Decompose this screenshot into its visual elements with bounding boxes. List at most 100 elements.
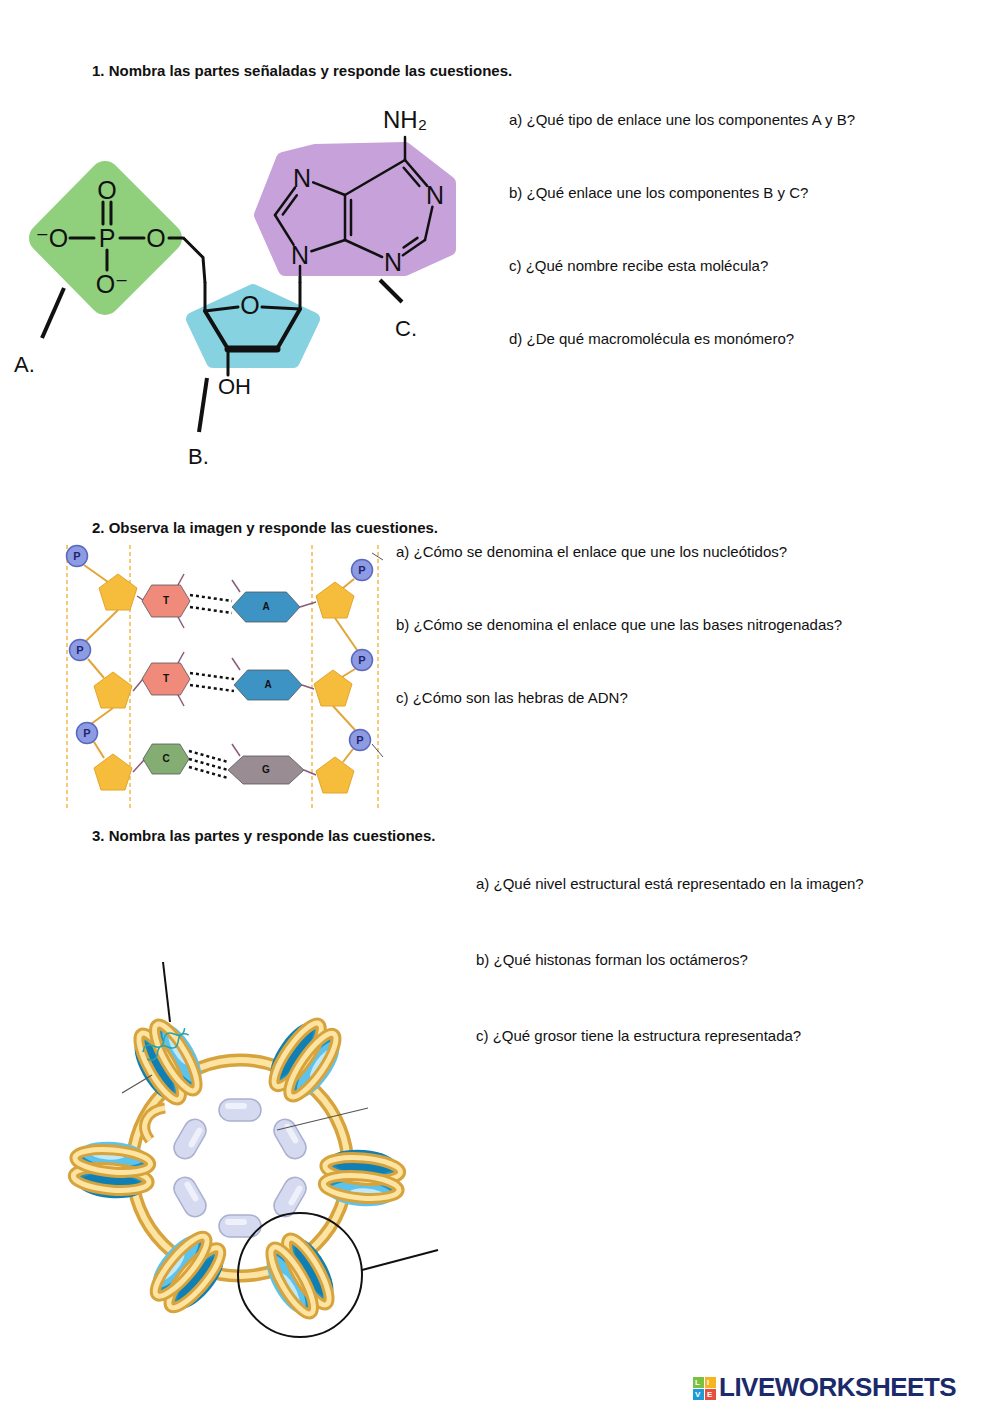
atom-symbol: P xyxy=(99,226,116,251)
illustration-part xyxy=(133,679,143,691)
illustration-part xyxy=(66,545,68,808)
bond-line xyxy=(106,250,109,270)
illustration-part xyxy=(133,574,316,775)
node-letter: G xyxy=(262,765,270,775)
bond-line xyxy=(120,237,144,240)
illustration-part xyxy=(84,565,108,582)
node-letter: P xyxy=(358,565,365,576)
atom-symbol: O⁻ xyxy=(96,272,129,297)
node-shape xyxy=(143,744,189,774)
atom-symbol: N xyxy=(291,243,309,268)
illustration-part xyxy=(270,1115,310,1162)
node-shape xyxy=(350,730,371,751)
bond-line xyxy=(227,349,230,375)
bond-line xyxy=(311,240,345,251)
bond-line xyxy=(344,195,347,240)
illustration-part xyxy=(322,1147,403,1209)
part-letter: A. xyxy=(14,352,35,378)
illustration-part xyxy=(145,1108,165,1140)
illustration-part xyxy=(178,652,184,663)
bond-line xyxy=(228,346,277,353)
bond-line xyxy=(404,168,420,186)
illustration-part xyxy=(42,288,64,338)
bond-line xyxy=(169,237,183,240)
node-shape xyxy=(142,663,190,695)
question: b) ¿Qué histonas forman los octámeros? xyxy=(476,951,748,969)
bond-line xyxy=(299,283,302,309)
illustration-part xyxy=(122,1075,152,1093)
section-heading: 1. Nombra las partes señaladas y respond… xyxy=(92,62,512,80)
illustration-part xyxy=(84,565,357,762)
illustration-part xyxy=(178,695,184,706)
section-heading: 3. Nombra las partes y responde las cues… xyxy=(92,827,435,845)
hydrogen-bond xyxy=(190,595,232,601)
illustration-part xyxy=(163,962,170,1022)
atom-symbol: O xyxy=(97,178,116,203)
node-letter: A xyxy=(262,602,269,612)
logo-text: LIVEWORKSHEETS xyxy=(719,1372,956,1403)
logo-letter: L xyxy=(695,1378,700,1388)
illustration-part xyxy=(178,617,184,628)
bond-line xyxy=(350,200,353,235)
illustration-part xyxy=(137,596,143,600)
node-letter: T xyxy=(163,674,169,684)
node-letter: A xyxy=(264,680,271,690)
node-letter: P xyxy=(358,655,365,666)
illustration-part xyxy=(141,1025,191,1063)
atom-symbol: O xyxy=(146,226,165,251)
node-shape xyxy=(352,560,373,581)
question: c) ¿Qué grosor tiene la estructura repre… xyxy=(476,1027,801,1045)
node-shape xyxy=(67,546,88,567)
bond-line xyxy=(205,307,238,311)
node-letter: P xyxy=(83,728,90,739)
bond-line xyxy=(70,237,94,240)
atom-symbol: N xyxy=(384,250,402,275)
nitrogen-base: T xyxy=(142,585,190,617)
hydroxyl-group: OH xyxy=(218,374,251,400)
atom-symbol: N xyxy=(426,183,444,208)
node-letter: P xyxy=(356,735,363,746)
bond-line xyxy=(262,307,300,309)
part-letter: B. xyxy=(188,444,209,470)
illustration-part xyxy=(257,1229,343,1323)
node-shape xyxy=(261,149,449,269)
illustration-part xyxy=(314,670,352,706)
bond-line xyxy=(110,202,113,224)
node-outline xyxy=(255,145,455,275)
illustration-part xyxy=(125,1015,211,1109)
bond-line xyxy=(404,137,407,160)
atom-symbol: O xyxy=(240,293,259,318)
illustration-part xyxy=(88,659,104,678)
bond-line xyxy=(345,240,382,257)
bond-line xyxy=(283,195,297,214)
illustration-part xyxy=(372,744,383,757)
phosphate-group: O⁻OPOO⁻ xyxy=(28,160,183,315)
illustration-part xyxy=(304,770,316,775)
phosphate-circle: P xyxy=(76,722,98,744)
question: a) ¿Qué nivel estructural está represent… xyxy=(476,875,864,893)
node-letter: P xyxy=(76,645,83,656)
logo-letter: I xyxy=(707,1378,709,1388)
nitrogen-base: T xyxy=(142,663,190,695)
illustration-part xyxy=(145,1108,165,1140)
node-letter: P xyxy=(73,551,80,562)
illustration-part xyxy=(94,574,354,793)
illustration-part xyxy=(91,708,113,724)
illustration-part xyxy=(300,602,316,607)
amino-group: NH₂ xyxy=(383,106,427,135)
bond-line xyxy=(425,207,432,240)
illustration-part xyxy=(232,580,240,592)
illustration-part xyxy=(232,658,240,670)
logo-letter: V xyxy=(695,1390,700,1400)
illustration-part xyxy=(316,582,354,618)
illustration-part xyxy=(99,574,137,610)
hydrogen-bond xyxy=(190,685,234,691)
question: a) ¿Qué tipo de enlace une los component… xyxy=(509,111,855,129)
nitrogen-base: NNNN xyxy=(255,145,455,275)
question: c) ¿Qué nombre recibe esta molécula? xyxy=(509,257,768,275)
illustration-part xyxy=(302,685,314,689)
illustration-part xyxy=(380,280,402,302)
pentose-sugar: O xyxy=(183,283,323,369)
nitrogen-base: C xyxy=(143,744,189,774)
